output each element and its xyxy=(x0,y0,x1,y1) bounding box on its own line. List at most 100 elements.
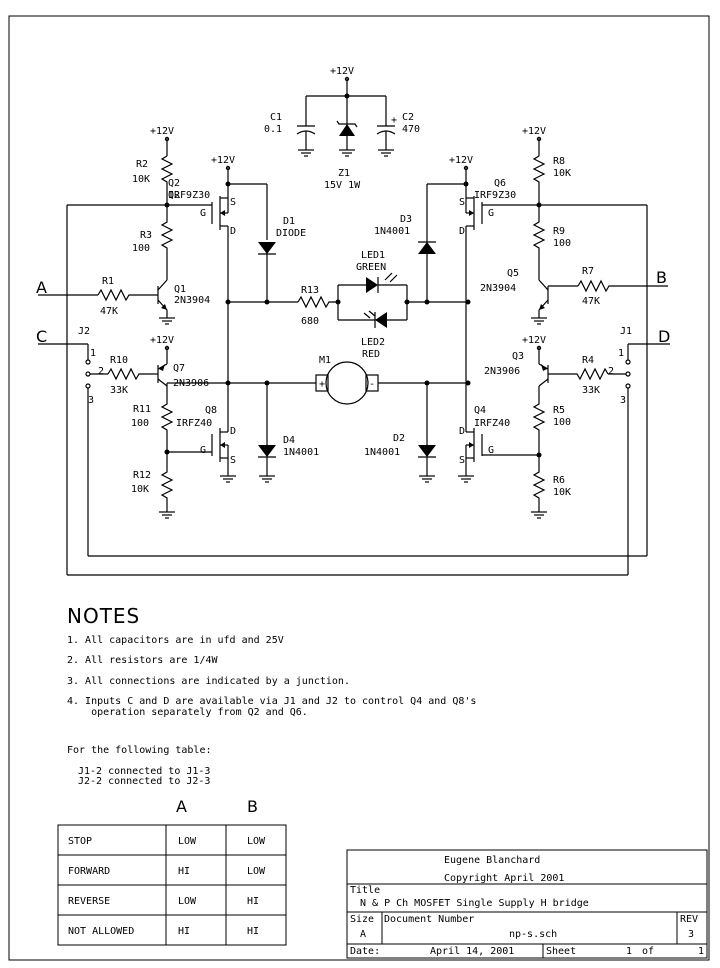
mid-section: R13 680 LED1 GREEN LED2 RED + - M1 xyxy=(176,250,471,483)
size-value: A xyxy=(360,929,366,940)
note-4: 4. Inputs C and D are available via J1 a… xyxy=(67,696,476,707)
q5-value: 2N3904 xyxy=(480,283,516,294)
q1-ref: Q1 xyxy=(174,284,186,295)
r11-value: 100 xyxy=(131,418,149,429)
r6-ref: R6 xyxy=(553,475,565,486)
q4-pin-s: S xyxy=(459,455,465,466)
r13-value: 680 xyxy=(301,316,319,327)
sheet-value: 1 xyxy=(626,946,632,957)
q2-ref-label: Q2 xyxy=(168,178,180,189)
q2-ref: Q2 xyxy=(168,190,180,201)
r13-ref: R13 xyxy=(301,285,319,296)
q2-value-label: IRF9Z30 xyxy=(168,190,210,201)
led2-ref: LED2 xyxy=(361,337,385,348)
date-label: Date: xyxy=(350,946,380,957)
left-high-side: +12V R2 10K Q2 R3 100 Q1 2N3904 R1 47K A… xyxy=(36,126,306,325)
q6-pin-d: D xyxy=(459,226,465,237)
q4-value: IRFZ40 xyxy=(474,418,510,429)
d1-value: DIODE xyxy=(276,228,306,239)
title-text: N & P Ch MOSFET Single Supply H bridge xyxy=(360,898,589,909)
c1-ref: C1 xyxy=(270,112,282,123)
date-value: April 14, 2001 xyxy=(430,946,514,957)
jumper-1: J1-2 connected to J1-3 xyxy=(78,766,210,777)
size-label: Size xyxy=(350,914,374,925)
r8-ref: R8 xyxy=(553,156,565,167)
r3-ref: R3 xyxy=(140,230,152,241)
row-reverse-b: HI xyxy=(247,896,259,907)
r2-value: 10K xyxy=(132,174,150,185)
input-d-label: D xyxy=(658,327,670,346)
j1-ref: J1 xyxy=(620,326,632,337)
r4-ref: R4 xyxy=(582,355,594,366)
note-3: 3. All connections are indicated by a ju… xyxy=(67,676,350,687)
r5-value: 100 xyxy=(553,417,571,428)
c2-plus: + xyxy=(391,115,397,126)
row-stop-a: LOW xyxy=(178,836,197,847)
d4-ref: D4 xyxy=(283,435,295,446)
vcc-r8-label: +12V xyxy=(522,126,546,137)
docnum-value: np-s.sch xyxy=(509,929,557,940)
r9-ref: R9 xyxy=(553,226,565,237)
m1-plus: + xyxy=(319,379,325,390)
q3-ref: Q3 xyxy=(512,351,524,362)
q1-value: 2N3904 xyxy=(174,295,210,306)
d2-ref: D2 xyxy=(393,433,405,444)
vcc-q6-label: +12V xyxy=(449,155,473,166)
q2-pin-s: S xyxy=(230,197,236,208)
title-author: Eugene Blanchard xyxy=(444,855,540,866)
r11-ref: R11 xyxy=(133,404,151,415)
row-stop-b: LOW xyxy=(247,836,266,847)
led2-value: RED xyxy=(362,349,380,360)
row-not-allowed-a: HI xyxy=(178,926,190,937)
row-forward-label: FORWARD xyxy=(68,866,110,877)
led1-value: GREEN xyxy=(356,262,386,273)
q6-pin-g: G xyxy=(488,208,494,219)
q5-ref: Q5 xyxy=(507,268,519,279)
note-4-cont: operation separately from Q2 and Q6. xyxy=(67,707,308,718)
d3-ref: D3 xyxy=(400,214,412,225)
j1-pin3: 3 xyxy=(620,395,626,406)
jumper-2: J2-2 connected to J2-3 xyxy=(78,776,210,787)
r3-value: 100 xyxy=(132,243,150,254)
q6-ref: Q6 xyxy=(494,178,506,189)
m1-ref: M1 xyxy=(319,355,331,366)
notes-heading: NOTES xyxy=(67,604,140,628)
input-c-label: C xyxy=(36,327,47,346)
input-b-label: B xyxy=(656,268,667,287)
q4-pin-g: G xyxy=(488,445,494,456)
right-low-side: D J1 1 2 3 R4 33K +12V Q3 2N3906 R5 100 … xyxy=(458,326,670,519)
row-reverse-a: LOW xyxy=(178,896,197,907)
sheet-label: Sheet xyxy=(546,946,576,957)
j1-pin1: 1 xyxy=(618,348,624,359)
r10-ref: R10 xyxy=(110,355,128,366)
note-2: 2. All resistors are 1/4W xyxy=(67,655,218,666)
d1-ref: D1 xyxy=(283,216,295,227)
vcc-r2-label: +12V xyxy=(150,126,174,137)
r12-ref: R12 xyxy=(133,470,151,481)
q7-ref: Q7 xyxy=(173,363,185,374)
col-a-header: A xyxy=(176,797,187,816)
q8-ref: Q8 xyxy=(205,405,217,416)
truth-table: A B STOP LOW LOW FORWARD HI LOW REVERSE … xyxy=(57,797,287,946)
vcc-q3-label: +12V xyxy=(522,335,546,346)
vcc-q2-label: +12V xyxy=(211,155,235,166)
r10-value: 33K xyxy=(110,385,128,396)
z1-value: 15V 1W xyxy=(324,180,361,191)
left-low-side: C J2 1 2 3 R10 33K +12V Q7 2N3906 R11 10… xyxy=(36,326,236,519)
q8-pin-s: S xyxy=(230,455,236,466)
r9-value: 100 xyxy=(553,238,571,249)
j2-pin1: 1 xyxy=(90,348,96,359)
q6-pin-s: S xyxy=(459,197,465,208)
row-forward-b: LOW xyxy=(247,866,266,877)
docnum-label: Document Number xyxy=(384,914,474,925)
q6-value: IRF9Z30 xyxy=(474,190,516,201)
vcc-top-label: +12V xyxy=(330,66,354,77)
vcc-q7-label: +12V xyxy=(150,335,174,346)
table-intro: For the following table: xyxy=(67,745,212,756)
row-reverse-label: REVERSE xyxy=(68,896,110,907)
d4-value: 1N4001 xyxy=(283,447,319,458)
m1-minus: - xyxy=(369,379,375,390)
r5-ref: R5 xyxy=(553,405,565,416)
sheet-total: 1 xyxy=(698,946,704,957)
r7-value: 47K xyxy=(582,296,600,307)
